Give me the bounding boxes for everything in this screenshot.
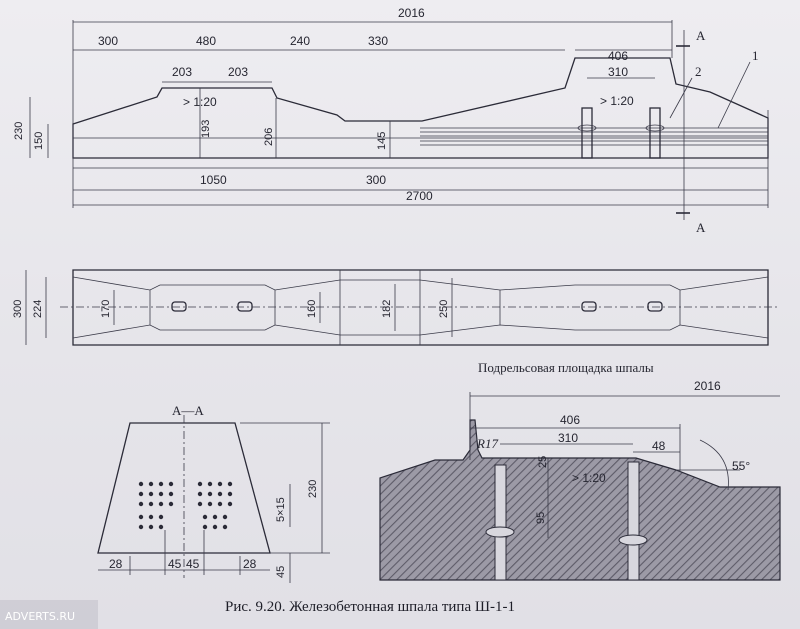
dim-rs-2016: 2016 [694, 379, 721, 393]
dim-plan-160: 160 [306, 300, 318, 318]
leader-1: 1 [752, 48, 759, 63]
dim-2700: 2700 [406, 189, 433, 203]
dim-406: 406 [608, 49, 628, 63]
figure-caption: Рис. 9.20. Железобетонная шпала типа Ш-1… [225, 599, 515, 615]
dim-rs-95: 95 [535, 512, 547, 524]
section-aa: A—A 230 5×15 45 28 45 45 28 [97, 403, 330, 583]
dim-rs-55deg: 55° [732, 459, 750, 473]
side-view: 2016 300 480 240 330 203 203 406 310 > 1… [13, 6, 769, 235]
dim-203-b: 203 [228, 65, 248, 79]
plan-inner-contour [72, 276, 769, 339]
section-mark-top: A [696, 28, 706, 43]
sleeper-plan-outline [72, 269, 769, 346]
dim-300-mid: 300 [366, 173, 386, 187]
slope-rs: > 1:20 [572, 471, 606, 485]
bolt-holes [171, 301, 663, 312]
angle-arc [699, 439, 729, 491]
side-dimension-lines [29, 20, 769, 220]
dim-section-28-right: 28 [243, 557, 257, 571]
dim-203-a: 203 [172, 65, 192, 79]
leader-2: 2 [695, 64, 702, 79]
watermark-bg [0, 600, 98, 629]
dim-section-45-a: 45 [168, 557, 182, 571]
dim-145: 145 [376, 132, 388, 150]
dim-150: 150 [33, 132, 45, 150]
dim-rs-r17: R17 [476, 436, 498, 451]
section-title: A—A [172, 403, 204, 418]
dim-plan-224: 224 [32, 300, 44, 318]
dim-230: 230 [13, 122, 25, 140]
dim-plan-300: 300 [12, 300, 24, 318]
wire-grid [138, 481, 233, 530]
dim-rs-25: 25 [537, 456, 549, 468]
reinforcement-wires [420, 127, 768, 146]
dim-310: 310 [608, 65, 628, 79]
dim-section-230: 230 [307, 480, 319, 498]
rail-seat-detail: Подрельсовая площадка шпалы 2016 406 R17… [379, 360, 781, 581]
dim-section-5x15: 5×15 [275, 497, 287, 522]
dim-240: 240 [290, 34, 310, 48]
rail-seat-anchors [485, 461, 648, 581]
watermark: ADVERTS.RU [5, 610, 75, 623]
dim-plan-170: 170 [100, 300, 112, 318]
dim-300-left: 300 [98, 34, 118, 48]
section-mark-bottom: A [696, 220, 706, 235]
dim-2016: 2016 [398, 6, 425, 20]
slope-right: > 1:20 [600, 94, 634, 108]
plan-view: 300 224 170 160 182 250 [12, 269, 780, 346]
dim-rs-310: 310 [558, 431, 578, 445]
dim-206: 206 [263, 128, 275, 146]
dim-1050: 1050 [200, 173, 227, 187]
dim-section-45-b: 45 [186, 557, 200, 571]
dim-330: 330 [368, 34, 388, 48]
slope-left: > 1:20 [183, 95, 217, 109]
dim-section-28-left: 28 [109, 557, 123, 571]
dim-193: 193 [200, 120, 212, 138]
anchor-bolts [577, 107, 665, 159]
dim-plan-182: 182 [381, 300, 393, 318]
dim-section-45-v: 45 [275, 566, 287, 578]
rail-seat-title: Подрельсовая площадка шпалы [478, 360, 654, 375]
dim-480: 480 [196, 34, 216, 48]
dim-rs-48: 48 [652, 439, 666, 453]
dim-plan-250: 250 [438, 300, 450, 318]
dim-rs-406: 406 [560, 413, 580, 427]
rail-seat-body [379, 419, 781, 581]
